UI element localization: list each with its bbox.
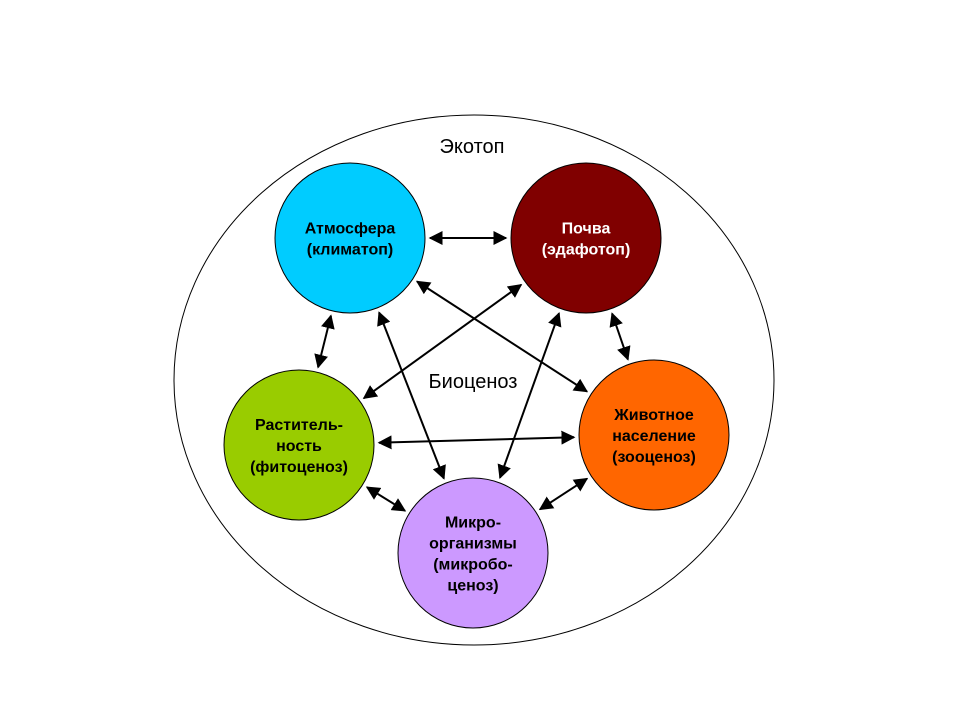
node-circle-fauna bbox=[578, 359, 730, 511]
node-vegetation: Раститель-ность (фитоценоз) bbox=[223, 369, 375, 521]
node-soil: Почва (эдафотоп) bbox=[510, 162, 662, 314]
node-circle-soil bbox=[510, 162, 662, 314]
node-label-atmosphere-line-0: Атмосфера bbox=[305, 221, 396, 238]
link-arrow-vegetation-microbes bbox=[365, 486, 407, 512]
node-label-soil-line-1: (эдафотоп) bbox=[542, 242, 631, 259]
link-arrow-atmosphere-vegetation bbox=[314, 314, 335, 369]
node-label-microbes-line-0: Микро- bbox=[445, 515, 501, 532]
node-label-atmosphere-line-1: (климатоп) bbox=[307, 242, 393, 259]
node-label-microbes-line-2: (микробо- bbox=[433, 557, 513, 574]
link-arrow-soil-vegetation bbox=[362, 283, 523, 400]
node-circle-atmosphere bbox=[274, 162, 426, 314]
node-atmosphere: Атмосфера (климатоп) bbox=[274, 162, 426, 314]
node-microbes: Микро-организмы (микробо-ценоз) bbox=[397, 477, 549, 629]
node-label-fauna-line-2: (зооценоз) bbox=[612, 449, 696, 466]
node-circle-microbes bbox=[397, 477, 549, 629]
node-circle-vegetation bbox=[223, 369, 375, 521]
node-fauna: Животное население (зооценоз) bbox=[578, 359, 730, 511]
node-label-vegetation-line-2: (фитоценоз) bbox=[250, 459, 348, 476]
ecotope-label: Экотоп bbox=[440, 136, 505, 158]
node-label-soil-line-0: Почва bbox=[562, 221, 611, 238]
link-arrow-vegetation-fauna bbox=[377, 430, 576, 450]
node-label-fauna-line-1: население bbox=[612, 428, 696, 445]
node-label-microbes-line-3: ценоз) bbox=[447, 578, 498, 595]
link-arrow-microbes-fauna bbox=[538, 477, 589, 511]
biocenosis-label: Биоценоз bbox=[429, 371, 518, 393]
links-layer bbox=[314, 231, 631, 512]
nodes-layer: Атмосфера (климатоп) Почва (эдафотоп) Животн… bbox=[223, 162, 730, 629]
node-label-vegetation-line-0: Раститель- bbox=[255, 417, 343, 434]
node-label-microbes-line-1: организмы bbox=[429, 536, 517, 553]
link-arrow-soil-microbes bbox=[497, 311, 562, 480]
node-label-vegetation-line-1: ность bbox=[276, 438, 322, 455]
link-arrow-soil-fauna bbox=[609, 312, 631, 361]
node-label-fauna-line-0: Животное bbox=[613, 407, 694, 424]
